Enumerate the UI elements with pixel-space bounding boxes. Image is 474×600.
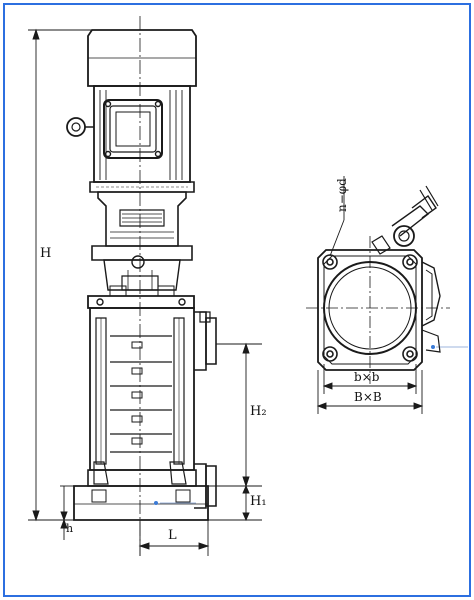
label-H: H [40, 246, 52, 261]
label-n-phi-d: n−φd [335, 178, 349, 212]
pump-side-view [67, 30, 216, 520]
n-phi-d-leader [330, 176, 344, 256]
label-h: h [66, 522, 74, 535]
label-H1: H₁ [250, 494, 267, 509]
frame-border [4, 4, 470, 596]
watermark-mark [154, 345, 468, 505]
label-H2: H₂ [250, 404, 267, 419]
plan-view-centerlines [306, 236, 450, 384]
plan-view-dimensions [318, 364, 422, 414]
label-L: L [168, 528, 177, 543]
label-BxB: B×B [354, 390, 382, 404]
side-view-dimensions [28, 30, 262, 556]
pump-plan-view [318, 186, 440, 370]
label-bxb: b×b [354, 370, 380, 384]
